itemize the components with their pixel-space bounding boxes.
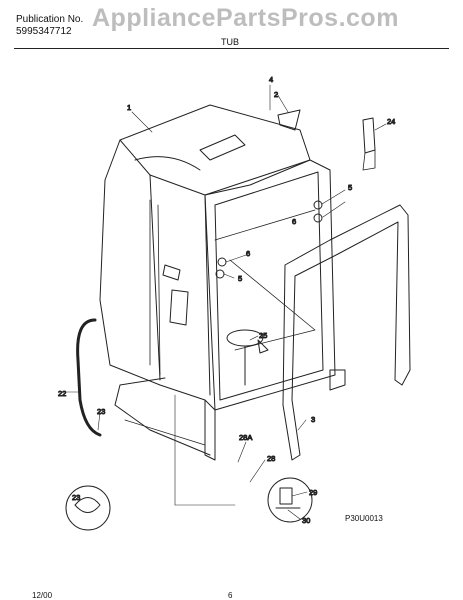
door-gasket [282, 204, 411, 461]
callout-6b: 6 [292, 217, 296, 226]
callout-23-inset: 23 [72, 493, 80, 502]
section-title: TUB [221, 37, 239, 47]
part-24-bellows [362, 117, 376, 171]
door-frame [204, 159, 346, 461]
watermark: AppliancePartsPros.com [92, 4, 399, 32]
footer-page: 6 [228, 591, 233, 600]
callout-4: 4 [269, 75, 273, 84]
callout-28: 28 [267, 454, 275, 463]
part-6-hardware [217, 257, 227, 267]
part-2-bracket [277, 109, 301, 131]
callout-5b: 5 [238, 274, 242, 283]
publication-number: 5995347712 [16, 26, 72, 37]
publication-info: Publication No. 5995347712 [16, 14, 83, 38]
drain-hose [76, 318, 102, 437]
callout-29: 29 [309, 488, 317, 497]
part-23-inset [65, 485, 111, 531]
callout-5a: 5 [348, 183, 352, 192]
footer-date: 12/00 [32, 591, 53, 600]
spray-arm-assembly [226, 329, 269, 386]
callout-25: 25 [259, 331, 267, 340]
callout-28a: 28A [239, 433, 252, 442]
part-5-hardware-b [313, 213, 323, 223]
callout-leaders [61, 84, 387, 520]
callout-22: 22 [58, 389, 66, 398]
callout-3: 3 [311, 415, 315, 424]
publication-label: Publication No. [16, 14, 84, 25]
callout-23: 23 [97, 407, 105, 416]
callout-6a: 6 [246, 249, 250, 258]
callout-1: 1 [127, 103, 131, 112]
tub-body [99, 104, 311, 456]
part-5-hardware [313, 200, 323, 210]
callout-24: 24 [387, 117, 395, 126]
callout-30: 30 [302, 516, 310, 525]
callout-2: 2 [274, 90, 278, 99]
header-rule [14, 48, 449, 49]
diagram-code: P30U0013 [345, 514, 383, 523]
